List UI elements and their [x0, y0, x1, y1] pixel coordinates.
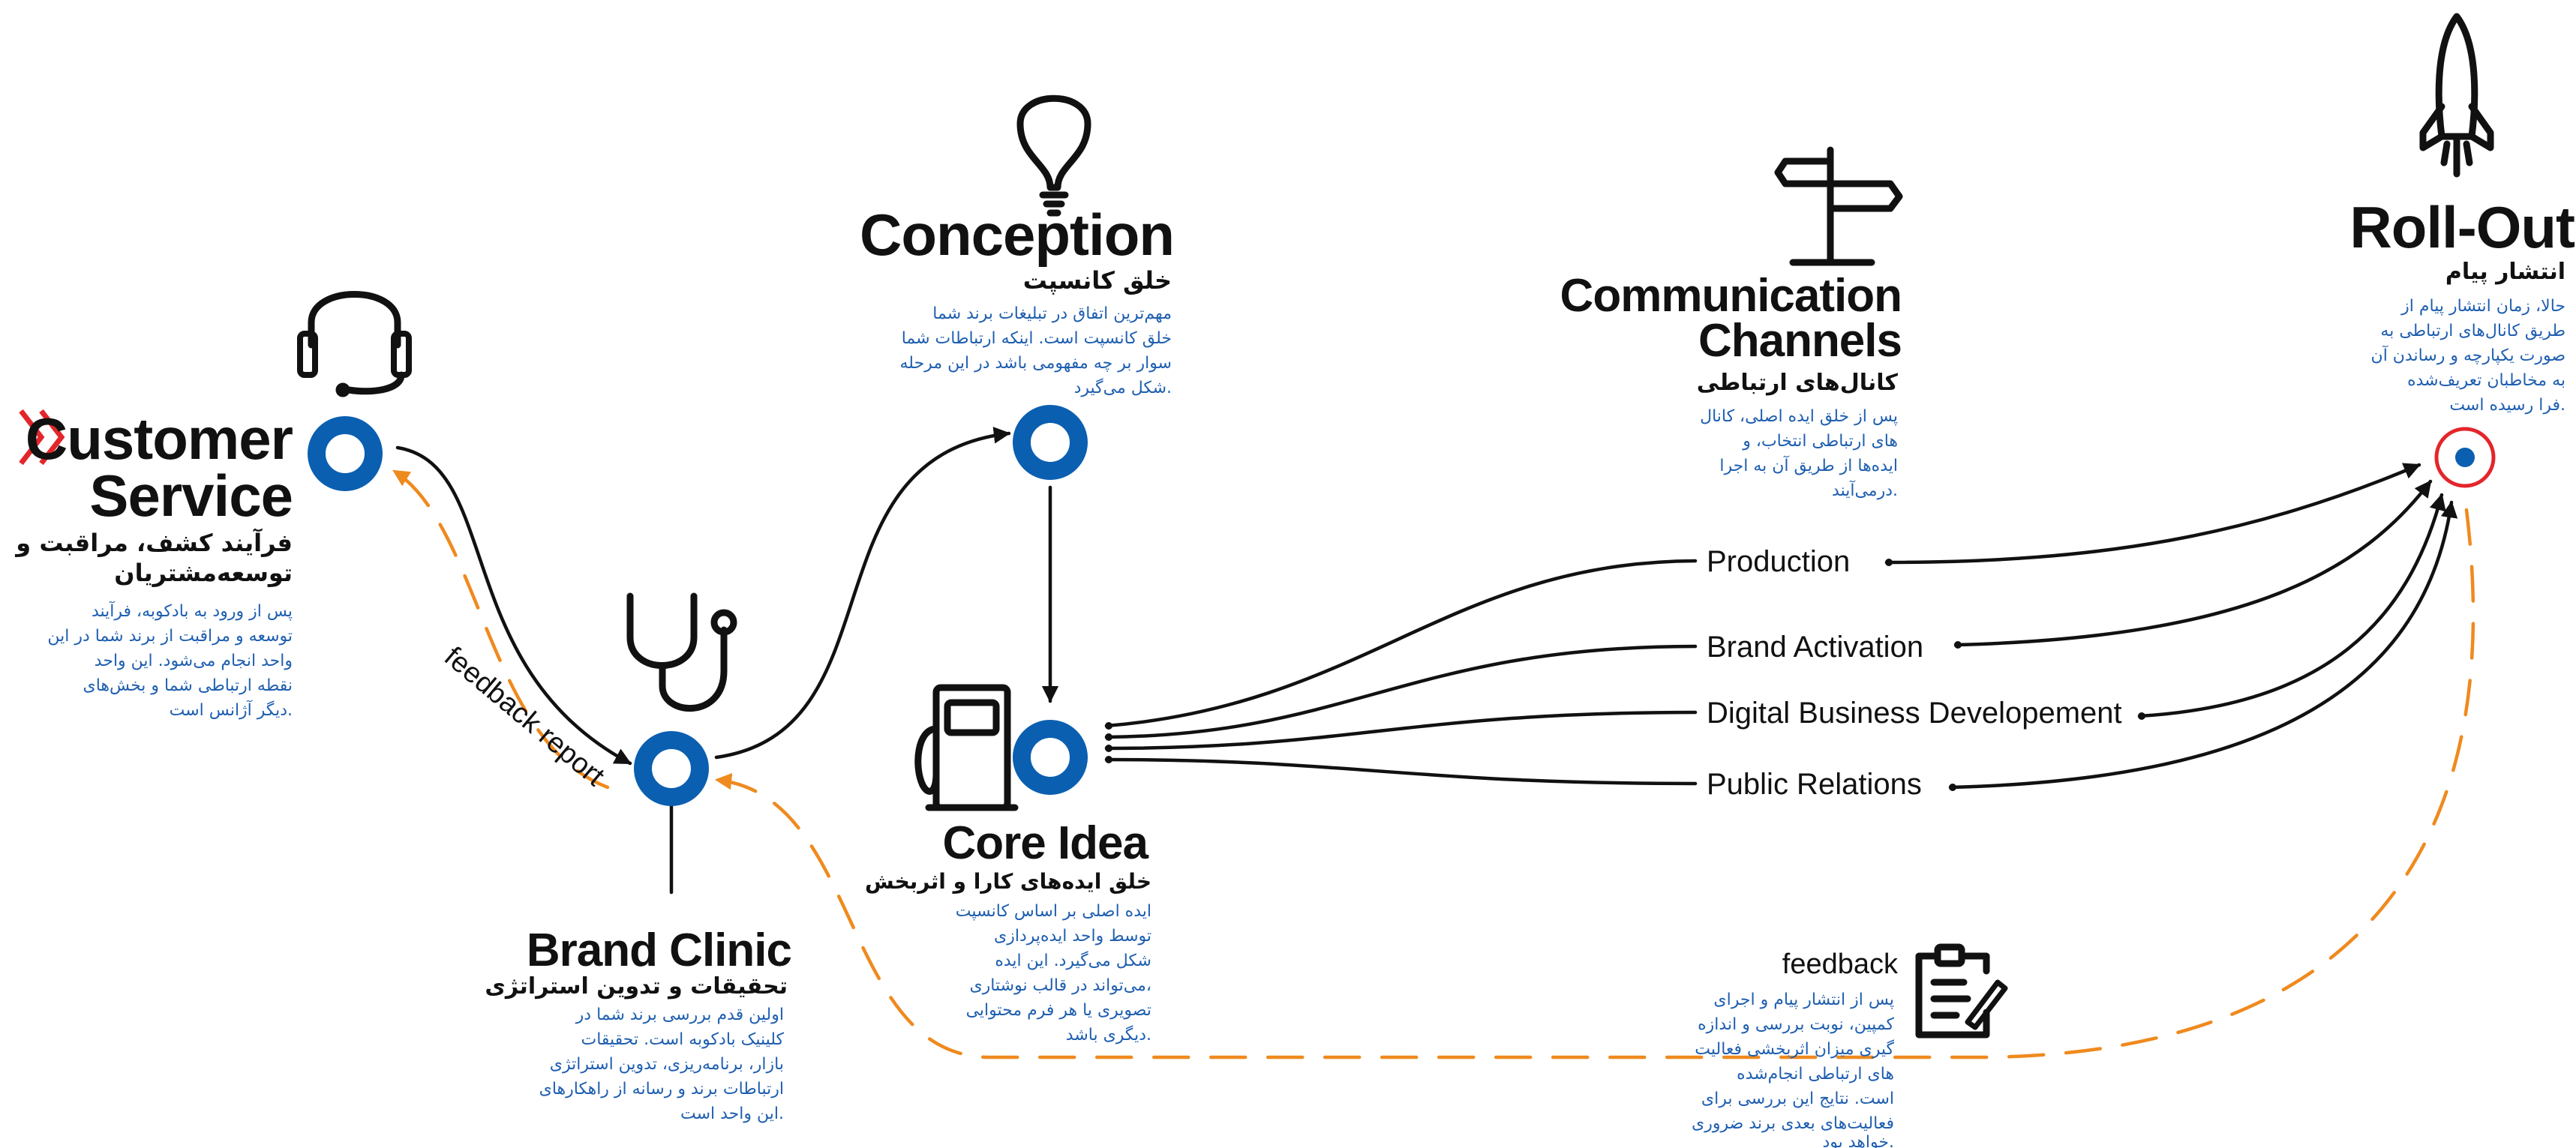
rocket-icon [2419, 13, 2494, 178]
roll-out-fa-title: انتشار پیام [2445, 259, 2565, 285]
core-idea-desc: ایده اصلی بر اساس کانسپت توسط واحد ایده‌… [956, 902, 1151, 1045]
desc-line: های ارتباطی انتخاب، و [1742, 432, 1898, 451]
desc-line: شکل می‌گیرد. [1074, 378, 1172, 397]
core-idea-fa-title: خلق ایده‌های کارا و اثربخش [865, 869, 1151, 894]
desc-line: حالا، زمان انتشار پیام از [2400, 297, 2565, 316]
core-idea-title: Core Idea [942, 817, 1148, 869]
branch-production[interactable]: Production [1707, 545, 1850, 578]
connector-coreidea-production [1104, 559, 1698, 728]
desc-line: فرا رسیده است. [2449, 396, 2565, 415]
connector-customer-to-clinic [395, 445, 632, 766]
desc-line: می‌تواند در قالب نوشتاری، [969, 976, 1151, 995]
desc-line: دیگر آژانس است. [170, 700, 293, 720]
desc-line: اولین قدم بررسی برند شما در [575, 1006, 784, 1024]
connector-pr-rollout [1948, 500, 2458, 790]
desc-line: مهم‌ترین اتفاق در تبلیغات برند شما [932, 304, 1172, 323]
communication-channels-title-line2: Channels [1698, 315, 1902, 367]
customer-service-title-line1: Customer [26, 406, 293, 472]
connector-clinic-to-conception [714, 427, 1011, 760]
desc-line: تصویری یا هر فرم محتوایی [966, 1001, 1151, 1020]
brand-clinic-desc: اولین قدم بررسی برند شما در کلینیک بادکو… [539, 1006, 785, 1123]
desc-line: پس از ورود به بادکوبه، فرآیند [92, 601, 293, 621]
brand-clinic-title: Brand Clinic [527, 925, 791, 976]
roll-out-node[interactable] [2434, 427, 2496, 488]
feedback-title: feedback [1782, 949, 1899, 980]
desc-line: سوار بر چه مفهومی باشد در این مرحله [900, 354, 1172, 373]
customer-service-fa-title-line2: توسعه‌مشتریان [114, 559, 293, 587]
feedback-desc: پس از انتشار پیام و اجرای کمپین، نوبت بر… [1692, 991, 1895, 1148]
desc-line: توسط واحد ایده‌پردازی [994, 927, 1151, 946]
headset-icon [297, 291, 412, 397]
desc-line: واحد انجام می‌شود. این واحد [95, 652, 293, 670]
branch-brand-activation[interactable]: Brand Activation [1707, 631, 1923, 664]
roll-out-title: Roll-Out [2349, 194, 2575, 260]
start-chevron-icon [19, 409, 65, 466]
customer-service-title-line2: Service [89, 463, 293, 529]
roll-out-desc: حالا، زمان انتشار پیام از طریق کانال‌های… [2371, 297, 2565, 415]
desc-line: است. نتایج این بررسی برای [1701, 1090, 1894, 1108]
connector-coreidea-brand-activation [1104, 644, 1698, 739]
desc-line: ایده اصلی بر اساس کانسپت [956, 902, 1151, 921]
desc-line: فعالیت‌های بعدی برند ضروری [1692, 1114, 1894, 1133]
feedback-loop-main [714, 508, 2475, 1060]
desc-line: درمی‌آیند. [1832, 480, 1898, 500]
conception-desc: مهم‌ترین اتفاق در تبلیغات برند شما خلق ک… [900, 304, 1172, 397]
desc-line: گیری میزان اثربخشی فعالیت [1695, 1039, 1894, 1059]
connector-production-rollout [1884, 463, 2421, 565]
desc-line: توسعه و مراقبت از برند شما در این [47, 627, 293, 646]
desc-line: این واحد است. [680, 1105, 784, 1123]
desc-line: بازار، برنامه‌ریزی، تدوین استراتژی [550, 1055, 784, 1074]
communication-channels-fa-title: کانال‌های ارتباطی [1697, 370, 1899, 396]
signpost-icon [1774, 146, 1903, 266]
communication-channels-title-line1: Communication [1560, 270, 1902, 322]
conception-title: Conception [860, 202, 1174, 268]
connector-brand-activation-rollout [1953, 479, 2433, 647]
connectors [395, 427, 2458, 895]
customer-service-fa-title-line1: فرآیند کشف، مراقبت و [14, 528, 293, 557]
conception-node[interactable] [1013, 405, 1088, 480]
desc-line: دیگری باشد. [1066, 1025, 1151, 1045]
connector-digital-rollout [2137, 493, 2446, 718]
fuel-pump-icon [914, 684, 1019, 811]
desc-line: کلینیک بادکوبه است. تحقیقات [581, 1030, 785, 1049]
desc-line: ایده‌ها از طریق آن به اجرا [1719, 455, 1898, 475]
brand-clinic-node[interactable] [634, 731, 709, 806]
desc-line: نقطه ارتباطی شما و بخش‌های [83, 676, 293, 695]
desc-line: صورت یکپارچه و رساندن آن [2371, 345, 2565, 365]
desc-line: شکل می‌گیرد. این ایده [995, 951, 1151, 970]
core-idea-node[interactable] [1013, 720, 1088, 795]
desc-line: کمپین، نوبت بررسی و اندازه [1698, 1015, 1894, 1034]
desc-line: خواهد بود. [1822, 1133, 1894, 1148]
customer-service-node[interactable] [308, 416, 383, 491]
desc-line: ارتباطات برند و رسانه از راهکارهای [539, 1080, 784, 1099]
branch-public-relations[interactable]: Public Relations [1707, 768, 1922, 801]
desc-line: خلق کانسپت است. اینکه ارتباطات شما [902, 329, 1172, 348]
desc-line: به مخاطبان تعریف‌شده [2407, 371, 2565, 390]
feedback-loops [392, 469, 2475, 1060]
desc-line: طریق کانال‌های ارتباطی به [2380, 322, 2565, 340]
connector-coreidea-pr [1104, 757, 1698, 786]
connector-coreidea-digital [1104, 710, 1698, 751]
desc-line: های ارتباطی انجام‌شده [1737, 1065, 1894, 1084]
branch-digital-business-development[interactable]: Digital Business Developement [1707, 697, 2122, 730]
clipboard-icon [1915, 943, 2008, 1039]
desc-line: پس از انتشار پیام و اجرای [1713, 991, 1894, 1009]
feedback-report-loop [392, 469, 610, 790]
brand-clinic-fa-title: تحقیقات و تدوین استراتژی [485, 973, 788, 1000]
conception-fa-title: خلق کانسپت [1023, 266, 1172, 295]
desc-line: پس از خلق ایده اصلی، کانال [1700, 407, 1898, 426]
stethoscope-icon [626, 592, 737, 712]
communication-channels-desc: پس از خلق ایده اصلی، کانال های ارتباطی ا… [1700, 407, 1898, 500]
lightbulb-icon [1016, 94, 1091, 217]
customer-service-desc: پس از ورود به بادکوبه، فرآیند توسعه و مر… [47, 601, 293, 720]
